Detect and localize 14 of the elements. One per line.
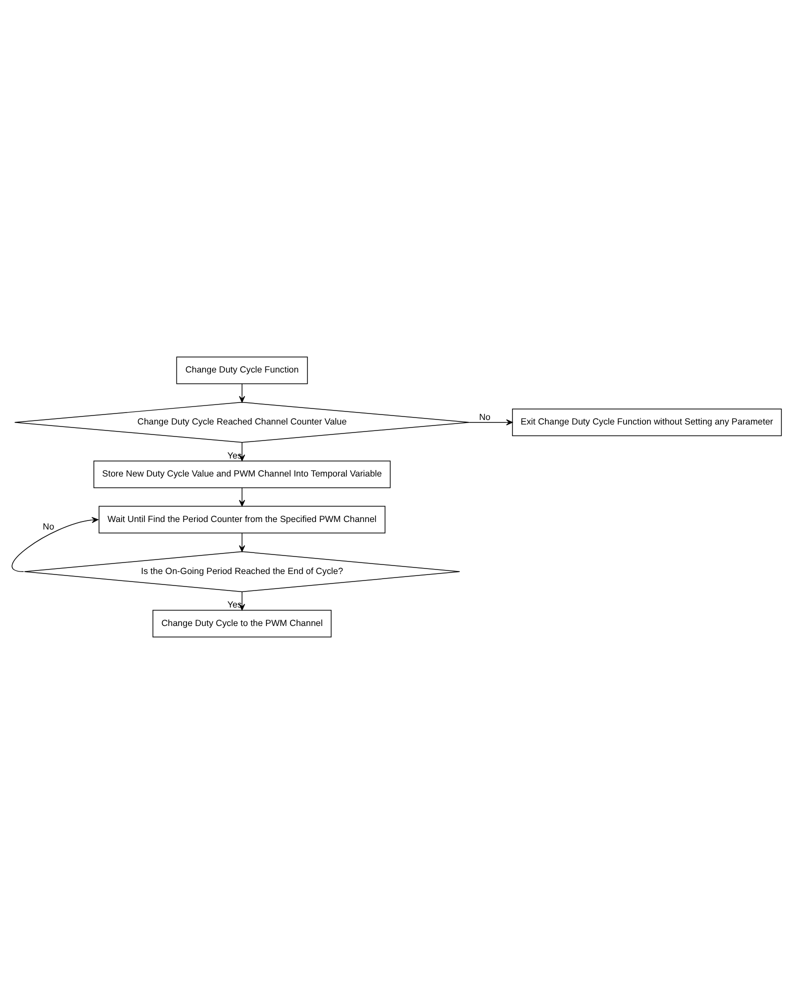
node-box: Change Duty Cycle Function xyxy=(176,356,308,384)
node-diamond: Change Duty Cycle Reached Channel Counter Value xyxy=(14,402,470,443)
node-box: Exit Change Duty Cycle Function without Setting any Parameter xyxy=(512,408,782,436)
edge-label: No xyxy=(42,521,54,532)
arrow xyxy=(469,419,513,426)
arrow xyxy=(239,383,246,403)
node-diamond: Is the On-Going Period Reached the End of Cycle? xyxy=(24,551,460,592)
arrow xyxy=(239,532,246,552)
node-box: Change Duty Cycle to the PWM Channel xyxy=(152,610,332,638)
node-box: Wait Until Find the Period Counter from the Specified PWM Channel xyxy=(98,506,386,534)
edge-label: No xyxy=(479,412,490,422)
arrow xyxy=(239,487,246,506)
arrow xyxy=(12,516,98,572)
node-box: Store New Duty Cycle Value and PWM Channel Into Temporal Variable xyxy=(93,460,391,488)
